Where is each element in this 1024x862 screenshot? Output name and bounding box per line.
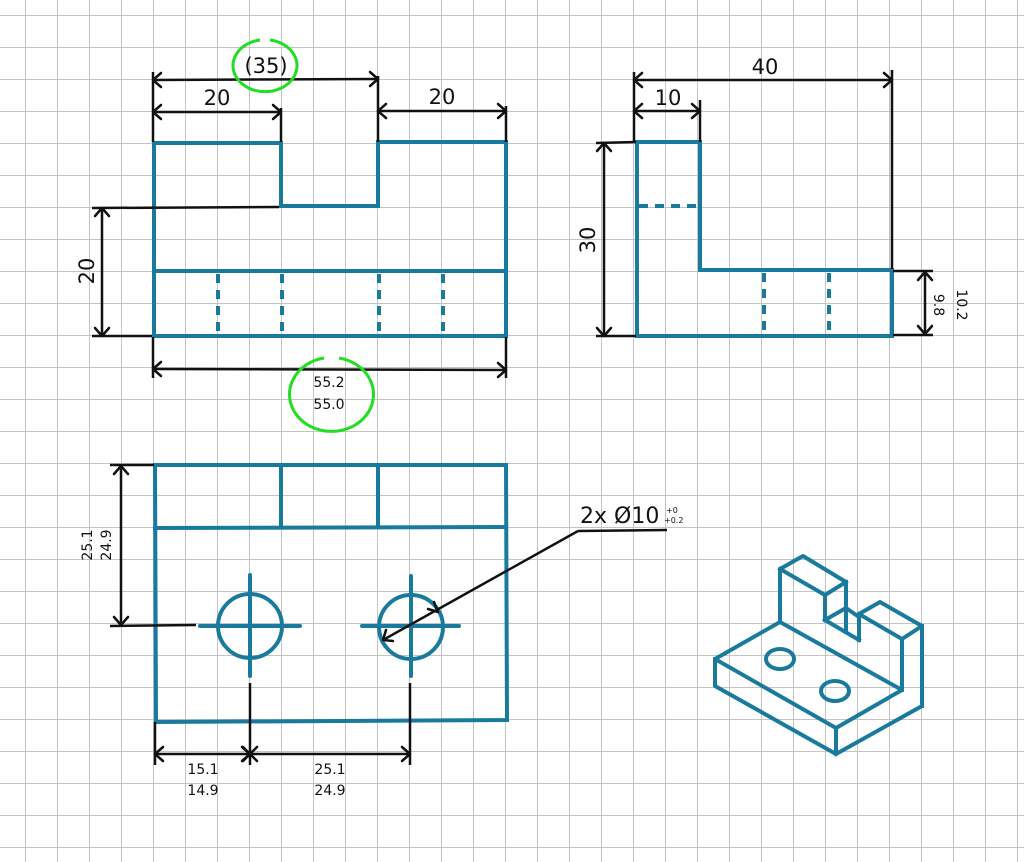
extension-line	[595, 140, 637, 145]
leader-shelf	[577, 528, 668, 533]
tolerance-lower: +0.2	[664, 516, 683, 525]
hole-callout: 2x Ø10 +0 +0.2	[381, 504, 683, 643]
dimension-lower-limit: 24.9	[99, 529, 115, 560]
dimension-upper-limit: 10.2	[953, 289, 969, 320]
dimension-hole-spacing: 25.1 24.9	[250, 745, 412, 799]
hole-left	[198, 573, 302, 678]
dimension-overall-depth: 40	[632, 55, 894, 89]
iso-hole	[764, 647, 796, 671]
tolerance-upper: +0	[666, 506, 678, 515]
iso-hole	[819, 679, 851, 703]
dimension-lower-limit: 9.8	[930, 294, 946, 316]
dimension-lower-limit: 55.0	[313, 397, 344, 413]
top-view-outline	[152, 463, 510, 725]
dimension-label: 40	[752, 55, 779, 79]
highlight-circle	[231, 38, 299, 94]
dimension-overall-width: 55.2 55.0	[151, 356, 508, 433]
highlight-circle	[288, 356, 375, 433]
leader-line	[382, 529, 579, 642]
top-view-upright-line	[152, 524, 509, 531]
top-view: 25.1 24.9 15.1 14.9 25.1 24.9 2x Ø10 +0 …	[80, 463, 683, 799]
dimension-label: (35)	[244, 54, 287, 78]
dimension-upper-limit: 15.1	[187, 762, 218, 778]
dimension-upper-limit: 25.1	[314, 762, 345, 778]
extension-line	[91, 205, 280, 210]
dimension-label: 30	[576, 227, 600, 254]
side-view: 40 10 30 10.2 9.8	[576, 55, 969, 338]
dimension-upright-thickness: 10	[632, 86, 702, 120]
dimension-label: 20	[429, 85, 456, 109]
front-view-outline	[152, 140, 508, 338]
dimension-hole-offset-y: 25.1 24.9	[80, 464, 130, 627]
dimension-lower-limit: 24.9	[314, 783, 345, 799]
dimension-left-step: 20	[151, 86, 283, 121]
dimension-label: 20	[75, 258, 99, 285]
dimension-upper-limit: 25.1	[80, 529, 96, 560]
hole-callout-label: 2x Ø10	[580, 504, 659, 529]
front-view: (35) 20 20 20 55.2	[75, 38, 508, 433]
dimension-label: 20	[204, 86, 231, 110]
dimension-reference-width: (35)	[151, 38, 380, 94]
dimension-lower-limit: 14.9	[187, 783, 218, 799]
extension-line	[109, 623, 197, 628]
dimension-label: 10	[655, 86, 682, 110]
dimension-upper-limit: 55.2	[313, 375, 344, 391]
dimension-hole-offset-x: 15.1 14.9	[153, 745, 259, 799]
dimension-base-thickness: 10.2 9.8	[916, 270, 969, 336]
hole-right	[360, 574, 461, 678]
dimension-slot-height: 20	[75, 206, 111, 338]
isometric-view	[713, 554, 924, 757]
dimension-right-step: 20	[376, 85, 508, 120]
dimension-overall-height: 30	[576, 141, 613, 338]
